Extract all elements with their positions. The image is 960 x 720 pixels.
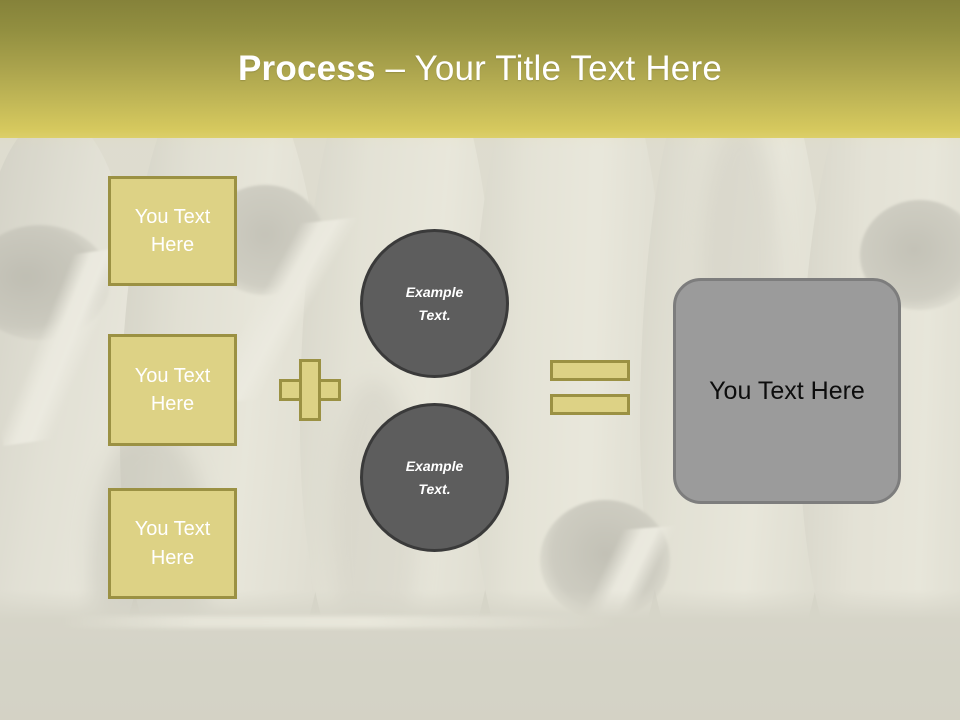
input-box-2[interactable]: You Text Here: [108, 334, 237, 446]
example-circle-1-line1: Example: [405, 284, 464, 301]
result-box-label: You Text Here: [709, 376, 865, 405]
input-box-1[interactable]: You Text Here: [108, 176, 237, 286]
plus-icon: [279, 359, 341, 421]
example-circle-2-line1: Example: [405, 458, 464, 475]
page-title-bold: Process: [238, 49, 376, 88]
equals-top-bar: [550, 360, 630, 381]
equals-icon: [550, 360, 630, 415]
example-circle-2-line2: Text.: [418, 480, 451, 497]
input-box-3-label: You Text Here: [134, 518, 211, 569]
input-box-2-label: You Text Here: [134, 364, 211, 415]
page-title: Process – Your Title Text Here: [238, 49, 722, 89]
slide-header: Process – Your Title Text Here: [0, 0, 960, 138]
page-title-rest: – Your Title Text Here: [375, 49, 722, 88]
plus-center-fill: [302, 382, 318, 398]
input-box-3[interactable]: You Text Here: [108, 488, 237, 599]
equals-bottom-bar: [550, 394, 630, 415]
result-box[interactable]: You Text Here: [673, 278, 901, 504]
example-circle-1-line2: Text.: [418, 306, 451, 323]
input-box-1-label: You Text Here: [134, 205, 211, 256]
